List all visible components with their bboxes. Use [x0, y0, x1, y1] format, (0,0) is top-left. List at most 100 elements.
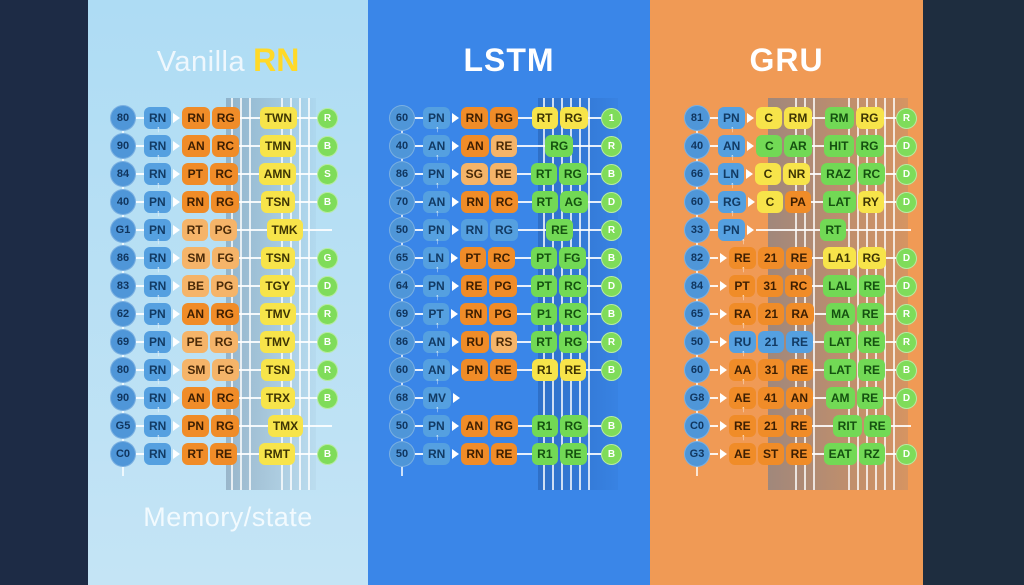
state-group: TSN — [261, 359, 296, 381]
cell-box: LN — [423, 247, 449, 269]
gate-box: RG — [211, 415, 240, 437]
step-node: 65 — [389, 245, 415, 271]
state-box: RE — [864, 415, 891, 437]
gate-box: 41 — [757, 387, 784, 409]
step-node: 90 — [110, 385, 136, 411]
state-group: TMK — [266, 219, 303, 241]
output-node: D — [317, 275, 338, 297]
connector-line — [295, 313, 318, 315]
state-box: RT — [820, 219, 847, 241]
state-box: R1 — [531, 415, 558, 437]
arrow-right-icon — [452, 449, 460, 459]
state-box: RT — [531, 331, 558, 353]
cell-group: RN — [144, 405, 172, 437]
gate-box: RE — [729, 415, 756, 437]
connector-line — [812, 453, 824, 455]
arrow-right-icon — [451, 281, 459, 291]
step-node: 66 — [684, 161, 710, 187]
state-box: TSN — [261, 191, 296, 213]
step-node: 84 — [684, 273, 710, 299]
connector-line — [515, 257, 531, 259]
connector-line — [587, 201, 601, 203]
cell-group: PN — [144, 293, 171, 325]
gate-box: PT — [460, 247, 486, 269]
connector-line — [136, 117, 144, 119]
cell-box: PN — [423, 275, 450, 297]
state-box: RT — [531, 107, 558, 129]
diagram-row: G8AE41ANAMRED — [684, 377, 918, 412]
arrow-right-icon — [173, 365, 181, 375]
gate-box: AN — [181, 303, 210, 325]
diagram-row: 60AA31RELATREB — [684, 349, 917, 384]
state-box: PT — [531, 275, 558, 297]
arrow-right-icon — [453, 393, 460, 403]
connector-line — [587, 117, 602, 119]
state-group: TMN — [260, 135, 297, 157]
output-node: R — [317, 107, 339, 129]
connector-line — [415, 229, 423, 231]
output-node: D — [896, 247, 918, 269]
gate-box: RC — [488, 247, 516, 269]
step-node: 69 — [110, 329, 136, 355]
panel-gru: GRU 81PNCRMRMRGR40ANCARHITRGD66LNCNRRAZR… — [650, 0, 923, 585]
diagram-row: G5RNPNRGTMX — [110, 405, 338, 440]
output-node: R — [317, 359, 339, 381]
output-node: D — [896, 135, 917, 157]
arrow-right-icon — [452, 337, 460, 347]
gate-box: 21 — [758, 303, 785, 325]
gate-box: C — [755, 163, 781, 185]
connector-line — [239, 201, 262, 203]
gate-box: AN — [785, 387, 814, 409]
arrow-right-icon — [452, 197, 460, 207]
connector-line — [710, 369, 718, 371]
gate-box: RU — [729, 331, 757, 353]
cell-group: LN — [423, 237, 449, 269]
output-node: R — [896, 331, 917, 353]
cell-group: RN — [144, 377, 172, 409]
step-node: C0 — [684, 413, 710, 439]
cell-group: RN — [423, 433, 451, 465]
gate-box: RG — [490, 219, 519, 241]
step-node: 65 — [684, 301, 710, 327]
gate-box: RU — [461, 331, 489, 353]
output-node: B — [601, 247, 623, 269]
connector-line — [239, 425, 268, 427]
cell-group: PT — [423, 293, 449, 325]
cell-box: AN — [423, 135, 451, 157]
connector-line — [811, 145, 825, 147]
connector-line — [415, 117, 423, 119]
diagram-rows: 60PNRNRGRTRG140ANANRERGR86PNSGRERTRGB70A… — [368, 104, 650, 468]
cell-box: PN — [423, 219, 450, 241]
connector-line — [586, 369, 602, 371]
state-box: RG — [545, 135, 574, 157]
state-box: TMV — [259, 331, 296, 353]
diagram-row: 84PT31RCLALRED — [684, 265, 917, 300]
output-node: B — [896, 359, 917, 381]
connector-line — [846, 229, 912, 231]
output-node: B — [601, 303, 622, 325]
arrow-right-icon — [746, 225, 754, 235]
state-box: RE — [856, 387, 884, 409]
connector-line — [516, 173, 531, 175]
connector-line — [516, 369, 532, 371]
output-node: D — [896, 387, 918, 409]
output-node: R — [896, 107, 918, 129]
connector-line — [572, 229, 601, 231]
connector-line — [518, 117, 532, 119]
